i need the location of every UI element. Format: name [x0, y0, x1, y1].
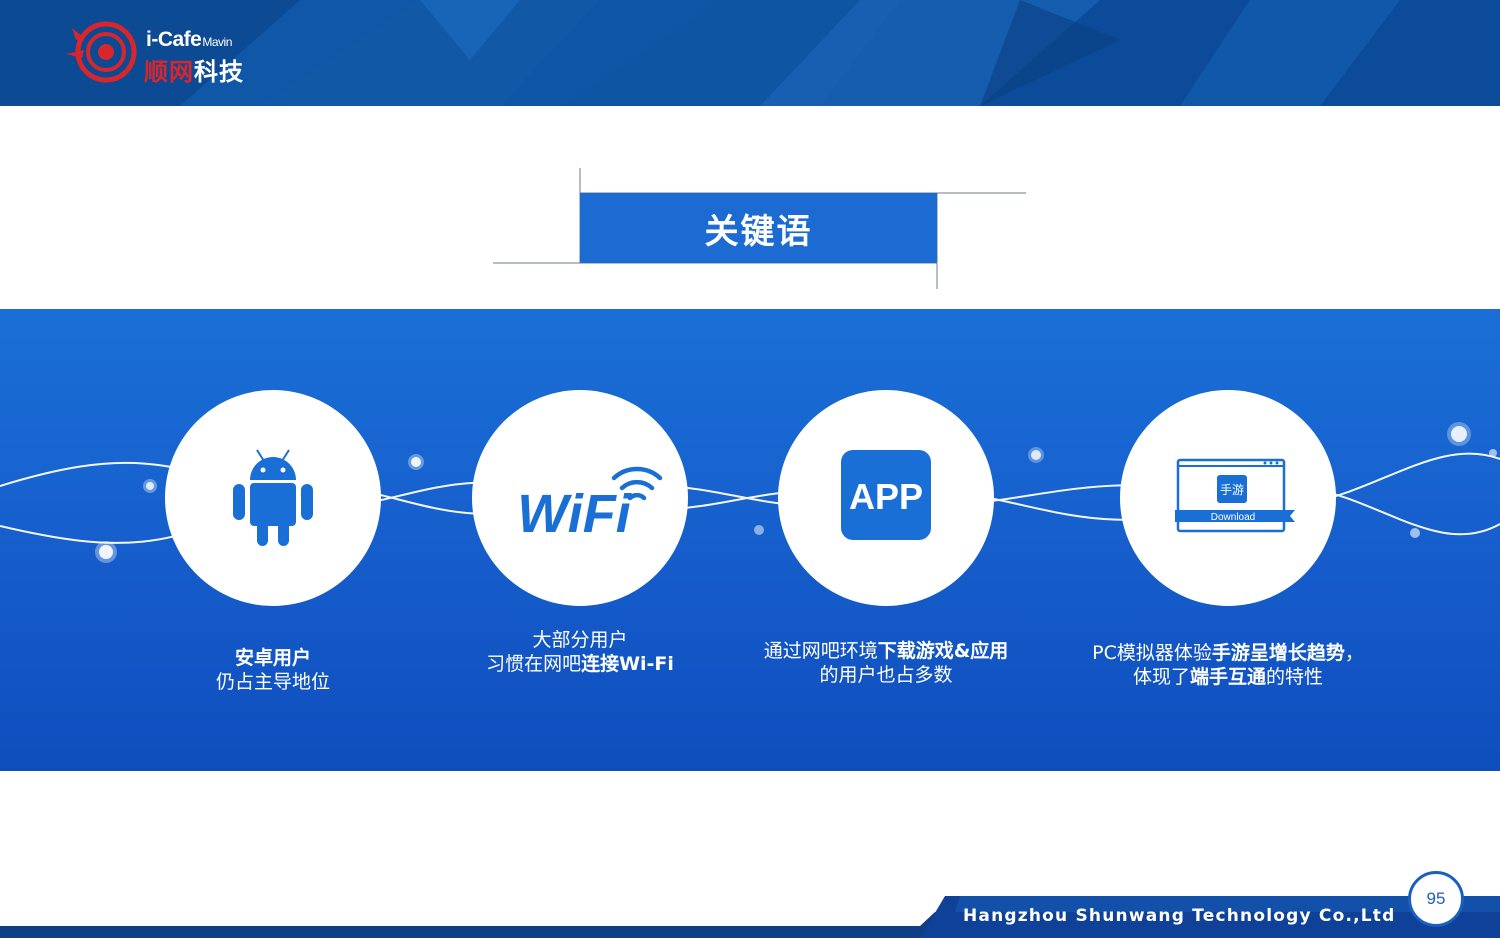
brand-chinese: 顺网科技: [144, 57, 244, 86]
svg-text:WiFi: WiFi: [517, 484, 631, 544]
company-logo: i-CafeMavin 顺网科技: [62, 14, 292, 90]
mobile-game-caption: PC模拟器体验手游呈增长趋势， 体现了端手互通的特性: [1092, 642, 1364, 688]
keywords-band: 安卓用户 仍占主导地位 WiFi 大部分用户 习惯在网吧连接Wi-Fi APP …: [0, 309, 1500, 771]
svg-text:Download: Download: [1211, 512, 1255, 523]
header-background: [0, 0, 1500, 106]
company-name: Hangzhou Shunwang Technology Co.,Ltd: [963, 906, 1396, 926]
android-circle: [165, 390, 381, 606]
android-caption: 安卓用户 仍占主导地位: [215, 647, 330, 693]
app-icon: APP: [841, 450, 931, 540]
mobile-game-circle: 手游 Download: [1120, 390, 1336, 606]
footer-bar: [0, 896, 1500, 938]
wifi-caption: 大部分用户 习惯在网吧连接Wi-Fi: [486, 629, 674, 675]
svg-text:APP: APP: [849, 476, 923, 517]
header-banner: i-CafeMavin 顺网科技: [0, 0, 1500, 106]
section-title: 关键语: [490, 168, 1030, 292]
page-title: 关键语: [580, 193, 937, 263]
wifi-icon: WiFi: [517, 466, 663, 544]
android-icon: [233, 449, 313, 546]
brand-latin: i-CafeMavin: [146, 28, 232, 51]
app-caption: 通过网吧环境下载游戏&应用 的用户也占多数: [763, 640, 1009, 686]
target-logo-icon: [66, 21, 137, 83]
app-circle: APP: [778, 390, 994, 606]
glow-dots: [95, 422, 1497, 563]
wifi-circle: WiFi: [472, 390, 688, 606]
svg-text:手游: 手游: [1220, 483, 1244, 497]
mobile-game-download-icon: 手游 Download: [1175, 458, 1295, 533]
page-number: 95: [1408, 871, 1464, 927]
